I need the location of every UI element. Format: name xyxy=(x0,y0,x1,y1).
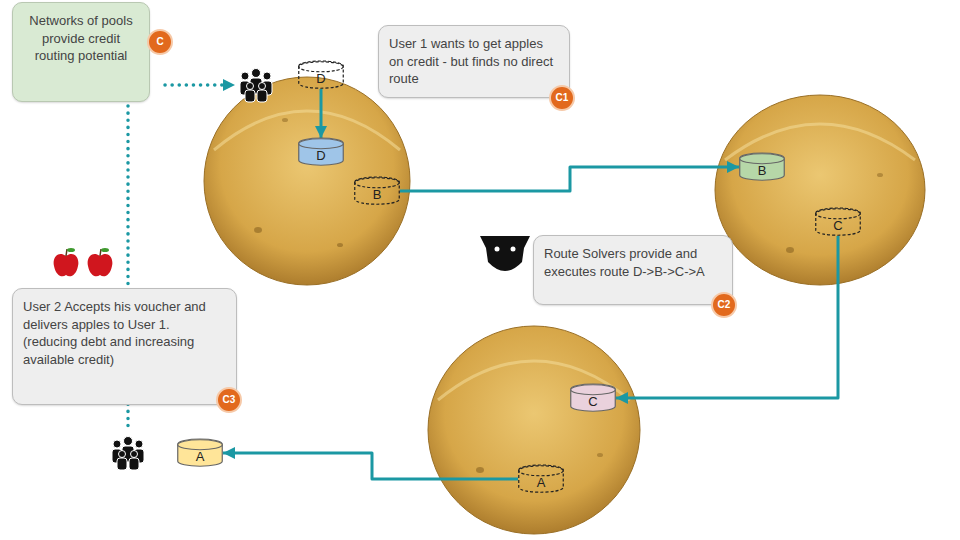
node-text: Networks of pools provide credit routing… xyxy=(23,12,139,65)
node-text: A xyxy=(185,449,215,464)
node-text: C2 xyxy=(718,298,731,312)
token-body xyxy=(355,177,400,204)
gourd-bowl xyxy=(428,326,640,534)
gourd-rim xyxy=(214,111,400,150)
token-top xyxy=(299,62,344,72)
pool-gourd xyxy=(428,326,640,534)
callout-number: C2 xyxy=(711,292,737,318)
node-text: D xyxy=(306,71,336,86)
gourd-spot xyxy=(597,453,603,457)
token-top xyxy=(519,466,564,476)
people-icon xyxy=(112,437,144,471)
gourd-spot xyxy=(282,118,288,122)
token-body xyxy=(519,465,564,492)
token-body xyxy=(299,138,344,165)
token-cylinder: B xyxy=(354,177,400,205)
callout-number: C xyxy=(147,29,173,55)
token-cylinder: A xyxy=(518,465,564,493)
token-body xyxy=(816,208,861,235)
token-cylinder: D xyxy=(298,138,344,166)
node-text: D xyxy=(306,148,336,163)
node-text: C1 xyxy=(556,91,569,105)
token-cylinder: C xyxy=(815,208,861,236)
gourd-rim xyxy=(438,361,630,400)
node-text: C xyxy=(156,35,163,49)
token-cylinder: D xyxy=(298,61,344,89)
node-text: C xyxy=(823,218,853,233)
token-body xyxy=(740,153,785,180)
route-solver-icon xyxy=(480,236,530,271)
apple-leaf xyxy=(101,248,109,252)
gourd-spot xyxy=(877,173,883,177)
token-cylinder: B xyxy=(739,153,785,181)
callout-box: Networks of pools provide credit routing… xyxy=(12,2,150,102)
dotted-leader xyxy=(165,83,234,87)
apple-leaf xyxy=(67,248,75,252)
token-top xyxy=(355,178,400,188)
callout-box: User 1 wants to get apples on credit - b… xyxy=(378,25,570,98)
people-icon xyxy=(240,69,272,103)
token-top xyxy=(571,385,616,395)
callout-number: C1 xyxy=(549,85,575,111)
node-text: Route Solvers provide and executes route… xyxy=(544,245,722,280)
token-cylinder: A xyxy=(177,439,223,467)
route-connector xyxy=(223,453,518,479)
gourd-bowl xyxy=(715,95,925,285)
route-connector xyxy=(400,167,739,191)
pool-gourd xyxy=(715,95,925,285)
apple xyxy=(54,254,79,276)
node-text: A xyxy=(526,475,556,490)
callout-box: User 2 Accepts his voucher and delivers … xyxy=(12,288,237,405)
solver-eye xyxy=(511,247,516,252)
apple-stem xyxy=(100,249,101,256)
gourd-spot xyxy=(786,247,794,253)
token-top xyxy=(299,139,344,149)
apple-icon xyxy=(54,248,113,276)
token-body xyxy=(178,439,223,466)
token-top xyxy=(816,209,861,219)
pool-gourd xyxy=(204,77,410,285)
node-text: User 2 Accepts his voucher and delivers … xyxy=(23,298,226,368)
node-text: User 1 wants to get apples on credit - b… xyxy=(389,35,559,88)
token-body xyxy=(571,384,616,411)
apple-stem xyxy=(66,249,67,256)
token-top xyxy=(740,154,785,164)
node-text: C3 xyxy=(223,393,236,407)
node-text: C xyxy=(578,394,608,409)
callout-number: C3 xyxy=(216,387,242,413)
gourd-spot xyxy=(337,243,343,247)
gourd-spot xyxy=(254,227,262,233)
node-text: B xyxy=(747,163,777,178)
token-body xyxy=(299,61,344,88)
token-cylinder: C xyxy=(570,384,616,412)
gourd-bowl xyxy=(204,77,410,285)
node-text: B xyxy=(362,187,392,202)
gourd-spot xyxy=(476,467,484,473)
token-top xyxy=(178,440,223,450)
solver-head xyxy=(480,236,530,271)
callout-box: Route Solvers provide and executes route… xyxy=(533,235,733,305)
apple xyxy=(88,254,113,276)
route-connector xyxy=(320,89,323,138)
solver-eye xyxy=(495,247,500,252)
